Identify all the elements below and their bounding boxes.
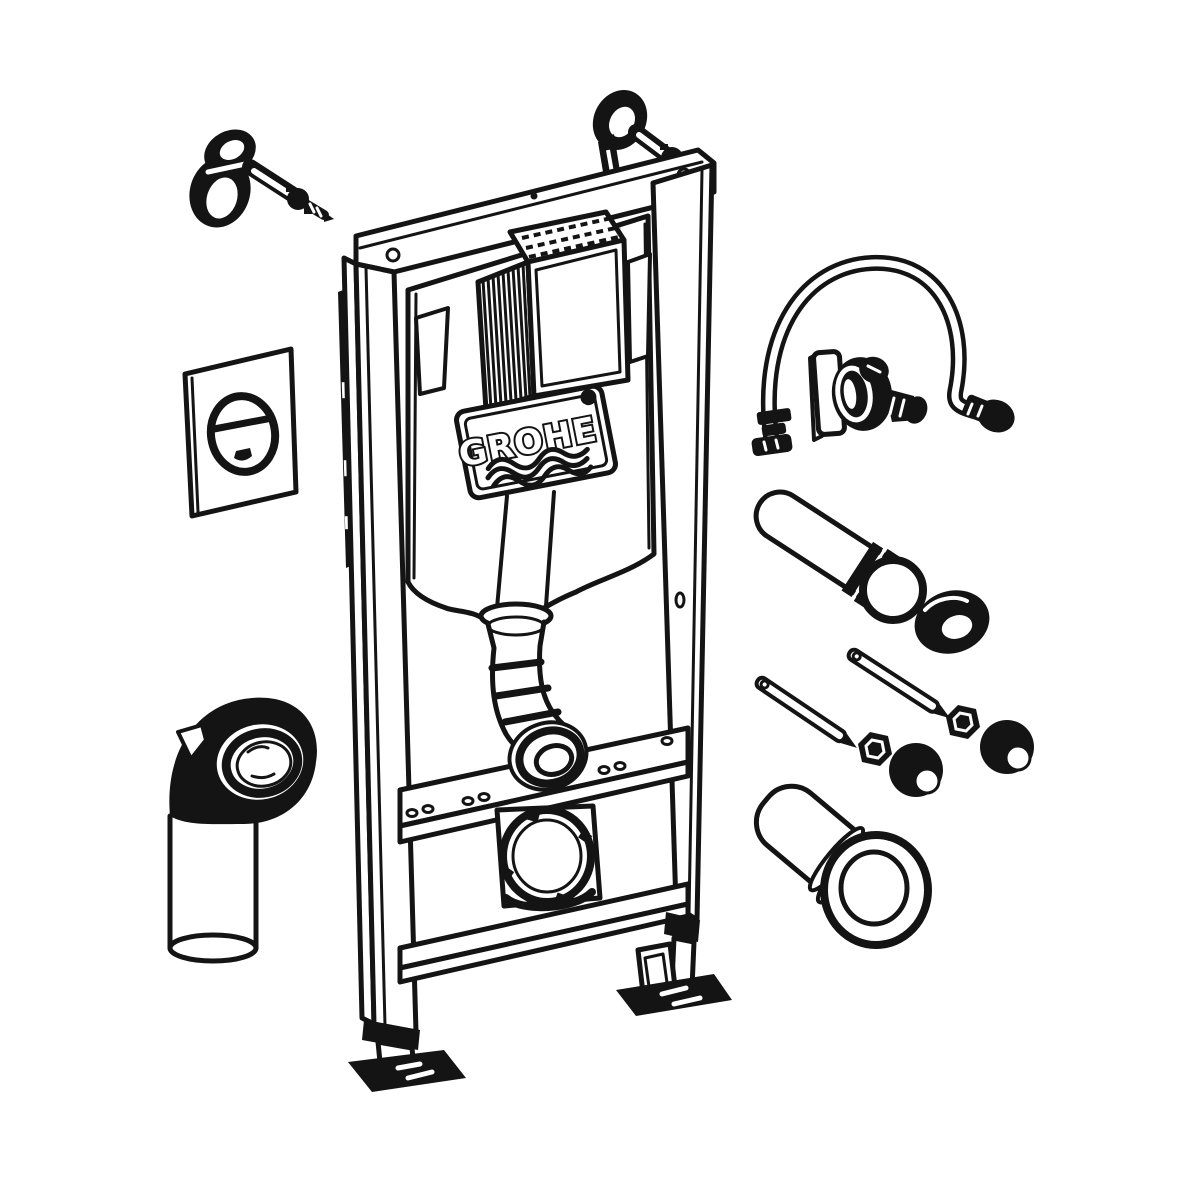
flush-bend xyxy=(478,601,589,792)
hose-end-fitting-left xyxy=(751,408,793,457)
hex-nut-1 xyxy=(858,732,892,766)
angle-valve xyxy=(808,349,928,442)
hex-nut-2 xyxy=(946,705,980,739)
grohe-badge: GROHE xyxy=(454,383,618,501)
flush-pipe xyxy=(753,489,927,624)
water-supply-assembly xyxy=(751,254,1015,457)
frame-lower-brace xyxy=(397,881,691,985)
installation-frame: GROHE xyxy=(338,147,732,1092)
inspection-shaft xyxy=(475,209,631,413)
actuation-plate xyxy=(182,346,299,519)
seal-ring xyxy=(914,590,990,654)
hose-end-fitting-right xyxy=(962,394,1015,433)
drain-bracket xyxy=(494,803,603,912)
pan-connection-sleeve xyxy=(753,783,932,949)
frame-left-rail xyxy=(341,255,419,1035)
frame-right-rail xyxy=(650,162,715,923)
wall-anchor-left xyxy=(189,129,334,228)
drain-elbow xyxy=(167,697,317,964)
frame-foot-right xyxy=(616,912,732,1016)
threaded-rod-1 xyxy=(754,675,857,748)
flush-button xyxy=(206,392,280,476)
cover-cap-2 xyxy=(980,720,1034,774)
cover-cap-1 xyxy=(889,743,943,797)
threaded-rod-2 xyxy=(846,647,951,719)
frame-foot-left xyxy=(348,1020,466,1092)
grohe-logo-dot xyxy=(580,389,597,406)
